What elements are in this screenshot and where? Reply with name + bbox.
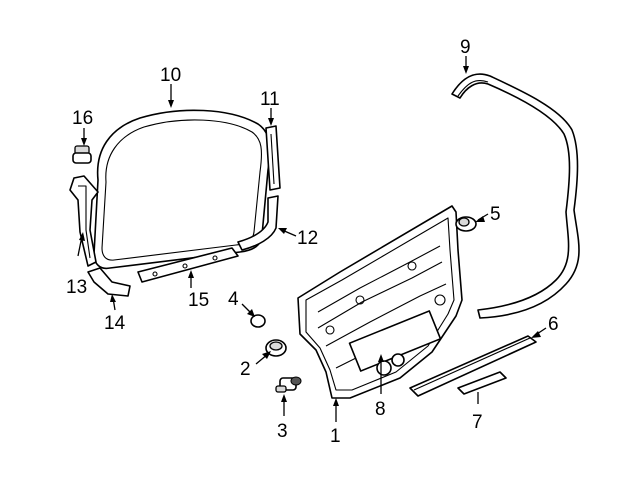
callout-16: 16 [72, 108, 93, 129]
leaders [77, 56, 547, 422]
part-12-curved-seal [237, 195, 279, 251]
callout-14: 14 [104, 313, 126, 334]
callout-13: 13 [66, 277, 87, 298]
callout-1: 1 [330, 426, 341, 447]
callout-7: 7 [472, 412, 483, 433]
part-15-lower-seal [137, 247, 239, 283]
part-13-seal-strip [69, 175, 99, 267]
callout-11: 11 [260, 89, 280, 110]
callout-5: 5 [490, 204, 501, 225]
part-11-upright-seal [265, 125, 281, 191]
callout-9: 9 [460, 37, 471, 58]
part-9-weatherstrip [451, 73, 580, 319]
part-4-plug [250, 314, 266, 328]
callout-6: 6 [548, 314, 559, 335]
callout-8: 8 [375, 399, 386, 420]
part-6-sill-molding [409, 335, 537, 397]
callout-12: 12 [297, 228, 318, 249]
part-2-bumper [265, 339, 287, 357]
part-5-grommet [455, 216, 477, 232]
part-1-door-shell [297, 205, 463, 399]
part-14-corner-seal [87, 267, 131, 297]
callout-2: 2 [240, 359, 251, 380]
part-16-plug [72, 145, 92, 164]
callout-15: 15 [188, 290, 209, 311]
callout-4: 4 [228, 289, 239, 310]
callout-3: 3 [277, 421, 288, 442]
part-3-switch [275, 376, 302, 393]
callout-10: 10 [160, 65, 181, 86]
part-7-strip [457, 371, 507, 395]
callout-labels: 1 2 3 4 5 6 7 8 9 10 11 12 13 14 15 16 [66, 37, 559, 447]
